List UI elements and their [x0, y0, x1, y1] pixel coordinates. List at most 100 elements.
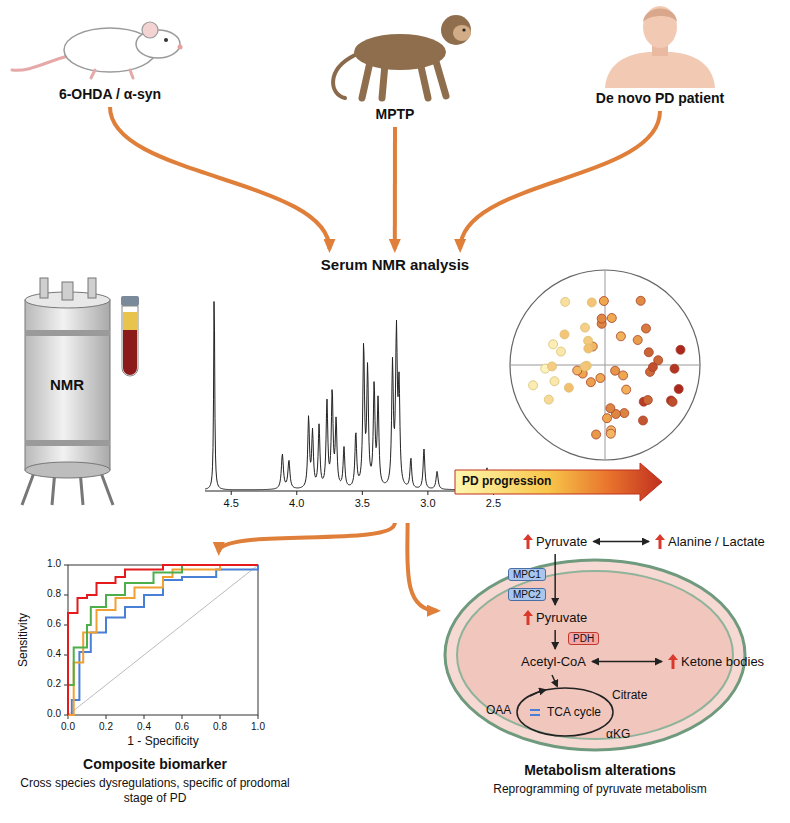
node-text: Pyruvate	[536, 534, 587, 549]
label: OAA	[486, 704, 511, 718]
drawing-part	[40, 278, 48, 298]
panel: Metabolism alterationsReprogramming of p…	[440, 530, 785, 818]
label: 0.4	[137, 721, 151, 733]
drawing-part	[88, 278, 96, 298]
drawing-part	[121, 296, 139, 306]
score-dot	[603, 414, 612, 423]
drawing-part	[441, 15, 471, 45]
score-dot	[670, 364, 679, 373]
score-dot	[620, 409, 629, 418]
node-label: De novo PD patient	[593, 88, 727, 108]
label: 0.6	[47, 618, 61, 630]
drawing-part	[605, 52, 715, 88]
nmr-magnet	[22, 278, 113, 505]
score-dot	[676, 345, 685, 354]
increase-arrow	[523, 534, 533, 549]
flow-arrow	[219, 523, 395, 552]
label: αKG	[606, 728, 630, 742]
drawing-part	[25, 300, 110, 470]
drawing-part	[517, 688, 613, 736]
drawing-part	[25, 462, 110, 478]
score-dot	[560, 330, 569, 339]
label: 3.5	[355, 497, 370, 510]
drawing-part	[178, 45, 183, 50]
node-label: MPTP	[373, 104, 418, 124]
label: Sensitivity	[17, 613, 31, 667]
panel-subtitle: Reprogramming of pyruvate metabolism	[433, 782, 768, 797]
node-text: MPC1	[513, 569, 541, 580]
drawing-stroke	[220, 715, 221, 719]
score-plot	[510, 270, 700, 460]
drawing-part	[530, 709, 540, 711]
increase-arrow	[668, 654, 678, 669]
score-dot	[580, 362, 589, 371]
score-dot	[599, 297, 608, 306]
drawing-part	[62, 282, 73, 300]
roc-curve	[68, 565, 258, 715]
drawing-part	[25, 440, 110, 446]
label: 0.8	[213, 721, 227, 733]
score-dot	[564, 383, 573, 392]
drawing-part	[362, 58, 446, 98]
flow-arrow	[460, 111, 660, 249]
node-text: MPC2	[513, 589, 541, 600]
drawing-part	[68, 565, 258, 715]
score-dot	[674, 385, 683, 394]
score-dot	[622, 385, 631, 394]
node-text: Ketone bodies	[681, 654, 764, 669]
roc-curve	[68, 565, 258, 715]
rat-illustration	[12, 22, 183, 78]
human-illustration	[605, 6, 715, 88]
node-text: 6-OHDA / α-syn	[59, 86, 161, 102]
label: NMR	[50, 376, 84, 393]
panel-title: Metabolism alterations	[433, 762, 768, 780]
node-text: Acetyl-CoA	[521, 654, 586, 669]
panel-subtitle: Cross species dysregulations, specific o…	[19, 776, 291, 806]
increase-arrow	[523, 534, 533, 549]
drawing-stroke	[231, 491, 232, 495]
roc-curve	[68, 565, 258, 715]
score-dot	[586, 378, 595, 387]
node-label: Pyruvate	[520, 532, 590, 551]
node-label: Acetyl-CoA	[518, 652, 589, 671]
drawing-part	[643, 6, 677, 48]
drawing-part	[510, 270, 700, 460]
score-dot	[587, 298, 596, 307]
serum-tube	[121, 296, 139, 376]
drawing-part	[205, 302, 500, 490]
drawing-part	[64, 565, 258, 719]
score-dot	[616, 332, 625, 341]
drawing-part	[68, 565, 258, 715]
score-dot	[606, 429, 615, 438]
node-text: De novo PD patient	[596, 90, 724, 106]
score-dot	[584, 344, 593, 353]
flow-arrow	[407, 523, 437, 611]
protein-box: MPC2	[508, 588, 546, 601]
label: 0.2	[99, 721, 113, 733]
increase-arrow	[523, 610, 533, 625]
drawing-stroke	[182, 715, 183, 719]
protein-box: PDH	[568, 632, 599, 645]
roc-curve	[68, 565, 258, 715]
score-dot	[611, 366, 620, 375]
drawing-stroke	[296, 491, 297, 495]
label: 1.0	[251, 721, 265, 733]
increase-arrow	[668, 654, 678, 669]
drawing-part	[231, 491, 493, 495]
score-dot	[596, 374, 605, 383]
label: PD progression	[462, 475, 551, 489]
flow-arrow	[110, 107, 330, 249]
node-text: PDH	[573, 633, 594, 644]
score-dot	[644, 348, 653, 357]
drawing-part	[68, 565, 258, 715]
node-text: Pyruvate	[536, 610, 587, 625]
score-dot	[642, 324, 651, 333]
score-dot	[548, 362, 557, 371]
drawing-part	[123, 330, 137, 375]
label: 0.6	[175, 721, 189, 733]
drawing-part	[25, 330, 110, 336]
score-dot	[549, 340, 558, 349]
score-dot	[597, 314, 606, 323]
drawing-stroke	[106, 715, 107, 719]
